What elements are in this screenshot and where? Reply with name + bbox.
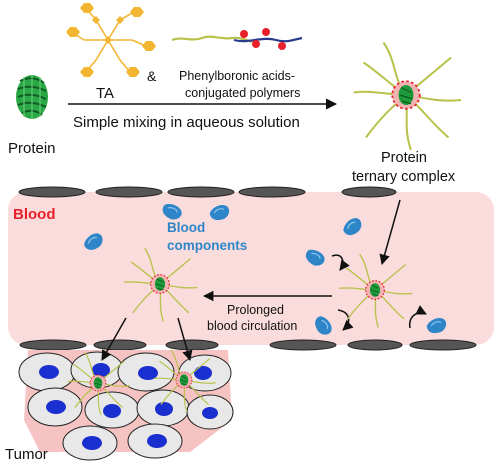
ta-label: TA bbox=[96, 85, 114, 102]
endothelial-cells-bottom bbox=[19, 339, 477, 351]
complex-label-line1: Protein bbox=[381, 150, 427, 166]
tumor-cells bbox=[18, 351, 234, 461]
blood-components-label-line1: Blood bbox=[167, 220, 205, 235]
phenylboronic-polymer-icon bbox=[171, 28, 303, 50]
tannic-acid-molecule-icon bbox=[66, 3, 156, 77]
blood-label: Blood bbox=[13, 206, 56, 223]
extravasation-arrow-1 bbox=[101, 317, 127, 361]
tumor-label: Tumor bbox=[5, 446, 48, 463]
mixing-label: Simple mixing in aqueous solution bbox=[73, 114, 300, 131]
protein-label: Protein bbox=[8, 140, 56, 157]
polymer-label-line2: conjugated polymers bbox=[185, 86, 300, 100]
arrow-to-blood-complex bbox=[379, 199, 401, 266]
complex-label-line2: ternary complex bbox=[352, 169, 456, 185]
prolonged-label-line1: Prolonged bbox=[227, 303, 284, 317]
blood-components-label-line2: components bbox=[167, 238, 247, 253]
tumor-nuclei bbox=[39, 363, 218, 450]
ternary-complex-nanoparticle-icon bbox=[352, 41, 462, 151]
prolonged-label-line2: blood circulation bbox=[207, 319, 297, 333]
endothelial-cells-top bbox=[18, 186, 397, 198]
extravasation-arrow-2 bbox=[177, 317, 193, 362]
polymer-label-line1: Phenylboronic acids- bbox=[179, 69, 295, 83]
protein-ribbon-icon bbox=[16, 75, 48, 119]
blood-vessel-lumen bbox=[8, 192, 494, 345]
ampersand-label: & bbox=[147, 68, 157, 84]
